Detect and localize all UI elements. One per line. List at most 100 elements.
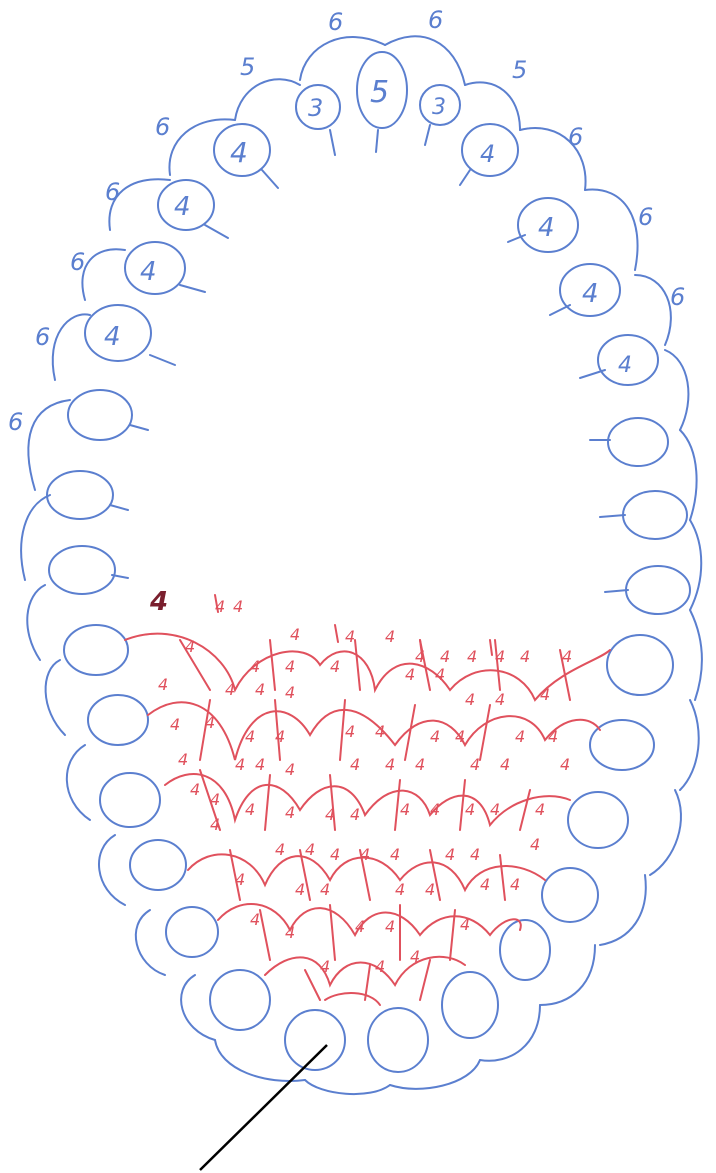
fill-label: 4 [560, 755, 570, 774]
fill-label: 4 [255, 755, 265, 774]
fill-tick [214, 594, 493, 656]
outer-scallop [539, 944, 596, 1006]
fill-label: 4 [178, 750, 188, 769]
right-three-stitch [419, 84, 461, 126]
fill-label: 4 [435, 665, 445, 684]
left-three-label: 3 [308, 94, 323, 122]
outer-scallop [168, 118, 236, 176]
fill-label: 4 [465, 690, 475, 709]
fill-label: 4 [410, 947, 420, 966]
left-four-label: 4 [104, 322, 121, 352]
fill-label: 4 [385, 917, 395, 936]
inner-stitch [67, 389, 133, 441]
inner-stitch [622, 490, 688, 540]
fill-label: 4 [400, 800, 410, 819]
top-center-stitch [356, 51, 408, 129]
top-center-label: 5 [370, 75, 389, 110]
inner-stitch [367, 1007, 429, 1073]
fill-row [187, 853, 546, 893]
fill-label: 4 [285, 923, 295, 942]
outer-scallop [634, 274, 672, 346]
outer-label: 6 [70, 248, 85, 276]
inner-stitch-ring [46, 51, 691, 1073]
outer-label: 6 [428, 6, 443, 34]
fill-label: 4 [325, 805, 335, 824]
fill-connector [179, 639, 571, 1001]
left-four-stitch [213, 123, 271, 177]
fill-label: 4 [510, 875, 520, 894]
fill-label: 4 [375, 722, 385, 741]
outer-scallop [98, 834, 126, 906]
fill-label: 4 [345, 627, 355, 646]
outer-scallop [479, 1004, 541, 1062]
outer-scallop [81, 248, 126, 301]
outer-scallop [26, 584, 46, 661]
outer-scallop [649, 789, 682, 876]
fill-label: 4 [205, 713, 215, 732]
left-four-stitch [124, 241, 186, 295]
fill-label: 4 [495, 647, 505, 666]
fill-label: 4 [490, 800, 500, 819]
right-four-stitch [517, 197, 579, 253]
outer-label: 6 [8, 408, 23, 436]
inner-stitch [209, 969, 271, 1031]
fill-label: 4 [440, 647, 450, 666]
fill-stitch-area [124, 594, 611, 1006]
right-four-stitch [461, 123, 519, 177]
fill-label: 4 [190, 780, 200, 799]
inner-stitch [499, 919, 551, 981]
outer-scallop [584, 188, 639, 271]
right-four-label: 4 [618, 353, 632, 378]
fill-label: 4 [210, 815, 220, 834]
fill-label: 4 [520, 647, 530, 666]
fill-label: 4 [375, 957, 385, 976]
fill-label: 4 [210, 790, 220, 809]
fill-label: 4 [445, 845, 455, 864]
fill-label: 4 [390, 845, 400, 864]
fill-label: 4 [467, 647, 477, 666]
left-four-label: 4 [140, 257, 157, 287]
fill-label: 4 [285, 657, 295, 676]
fill-label: 4 [275, 840, 285, 859]
fill-label: 4 [345, 722, 355, 741]
fill-label: 4 [455, 727, 465, 746]
fill-label: 4 [330, 845, 340, 864]
fill-label: 4 [540, 685, 550, 704]
fill-label: 4 [275, 727, 285, 746]
fill-start-label: 4 [149, 587, 168, 617]
outer-scallop [599, 874, 647, 946]
inner-stitch [63, 624, 129, 676]
outer-scallop [108, 178, 171, 231]
outer-label: 6 [568, 123, 583, 151]
left-four-label: 4 [230, 136, 248, 169]
fill-label: 4 [385, 755, 395, 774]
fill-label: 4 [305, 840, 315, 859]
fill-label: 4 [465, 800, 475, 819]
outer-scallop [679, 429, 698, 521]
fill-label: 4 [170, 715, 180, 734]
outer-label: 6 [670, 283, 685, 311]
inner-stitch [284, 1009, 346, 1071]
outer-scallop [464, 81, 521, 131]
outer-scallop [679, 699, 700, 791]
fill-label: 4 [285, 683, 295, 702]
inner-stitch [625, 565, 691, 615]
outer-scallop [214, 1039, 306, 1082]
fill-label: 4 [330, 657, 340, 676]
fill-label: 4 [350, 755, 360, 774]
fill-label: 4 [535, 800, 545, 819]
right-four-label: 4 [480, 140, 495, 168]
fill-label: 4 [405, 665, 415, 684]
outer-scallop [689, 519, 703, 611]
inner-stitch [99, 772, 161, 828]
inner-stitch [46, 470, 114, 520]
fill-row [264, 955, 466, 988]
fill-label: 4 [548, 727, 558, 746]
fill-label: 4 [470, 845, 480, 864]
fill-label: 4 [500, 755, 510, 774]
outer-scallop [44, 659, 66, 736]
fill-label: 4 [290, 625, 300, 644]
fill-label: 4 [515, 727, 525, 746]
